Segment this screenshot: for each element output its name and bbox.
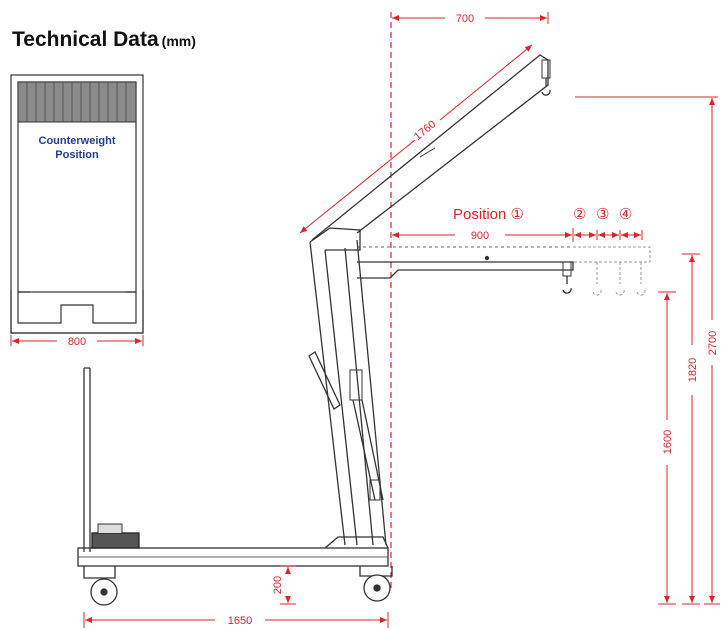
title-unit: (mm) xyxy=(161,33,196,49)
dimension-label-1760: 1760 xyxy=(412,118,439,143)
position-1-marker: ① xyxy=(511,206,524,223)
position-2-marker: ② xyxy=(573,206,586,223)
boom-hook-bracket xyxy=(541,59,551,79)
position-labels: Position ① ② ③ ④ xyxy=(453,206,632,223)
mast xyxy=(309,241,358,546)
position-4-marker: ④ xyxy=(619,206,632,223)
top-view-base-inner xyxy=(17,292,137,324)
dimension-label-700: 700 xyxy=(456,13,474,25)
counterweight-label: Counterweight xyxy=(39,135,116,147)
dimension-top-offset: 700 xyxy=(392,12,549,25)
page-title: Technical Data(mm) xyxy=(12,28,196,52)
title-text: Technical Data xyxy=(12,28,159,51)
dimension-label-900: 900 xyxy=(471,230,489,242)
position-3-marker: ③ xyxy=(596,206,609,223)
dimension-boom-length: 1760 xyxy=(299,44,533,234)
counterweight-block xyxy=(17,81,137,123)
dimension-label-1600: 1600 xyxy=(662,430,674,454)
top-view-legs xyxy=(10,290,144,334)
ghost-hook-positions xyxy=(573,246,651,296)
ghost-hook-2-icon xyxy=(592,262,602,296)
rear-wheel-bracket xyxy=(83,566,116,579)
counterweight-position-label: Position xyxy=(55,149,99,161)
dimension-height-mid: 1820 xyxy=(682,253,700,605)
dimension-arm-extension: 900 xyxy=(392,228,643,242)
dimension-height-min: 1600 xyxy=(658,291,676,605)
dimension-base-width: 800 xyxy=(10,335,144,348)
dimension-label-800: 800 xyxy=(68,336,86,348)
hydraulic-ram xyxy=(352,399,384,501)
boom-pivot xyxy=(309,227,361,251)
wheels xyxy=(90,574,391,606)
ghost-hook-4-icon xyxy=(636,262,646,296)
crane-frame xyxy=(77,54,574,579)
dimension-label-200: 200 xyxy=(272,576,284,594)
dimension-label-2700: 2700 xyxy=(707,331,719,355)
hydraulic-ram-head xyxy=(349,369,363,401)
ghost-hook-3-icon xyxy=(615,262,625,296)
base-counterweight xyxy=(91,532,140,549)
dimension-label-1650: 1650 xyxy=(228,615,252,627)
rear-handle xyxy=(83,367,91,552)
arm-hook-bracket xyxy=(562,261,572,277)
pump-handle xyxy=(308,351,341,410)
dimension-label-1820: 1820 xyxy=(687,358,699,382)
dimension-height-max: 2700 xyxy=(575,96,720,605)
arm-hook-icon xyxy=(562,276,572,294)
boom-hook-icon xyxy=(541,78,551,96)
extension-arm xyxy=(357,261,574,279)
dimension-base-length: 1650 xyxy=(83,612,389,628)
dimension-ground-clearance: 200 xyxy=(272,565,296,605)
position-label: Position ① xyxy=(453,206,524,223)
